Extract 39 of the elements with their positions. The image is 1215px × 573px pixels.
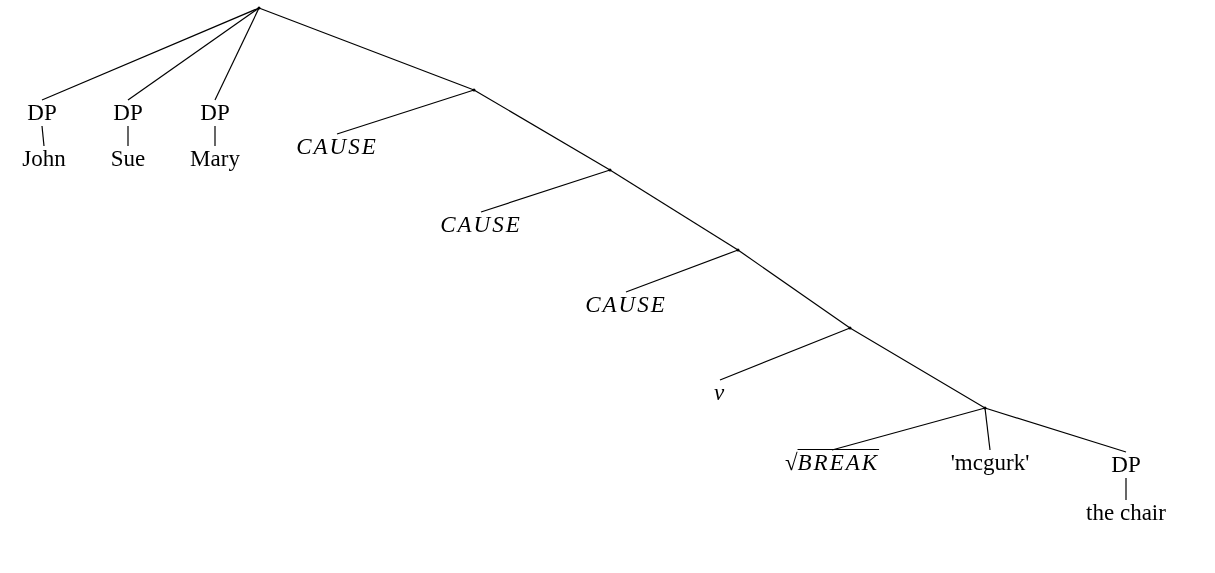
branch-line xyxy=(336,89,475,135)
branch-point xyxy=(848,326,852,330)
branch-line xyxy=(480,169,611,213)
tree-label: DP xyxy=(1111,452,1141,478)
branch-line xyxy=(609,169,739,251)
tree-label: DP xyxy=(113,100,143,126)
tree-label: John xyxy=(22,146,66,172)
branch-line xyxy=(473,89,611,171)
branch-line xyxy=(849,327,986,409)
branch-point xyxy=(983,406,987,410)
tree-label: DP xyxy=(27,100,57,126)
tree-label: Mary xyxy=(190,146,240,172)
branch-line xyxy=(258,7,475,91)
tree-label: the chair xyxy=(1086,500,1166,526)
branch-line xyxy=(127,125,129,147)
tree-label: CAUSE xyxy=(440,212,522,238)
branch-point xyxy=(608,168,612,172)
branch-line xyxy=(719,327,851,381)
branch-point xyxy=(736,248,740,252)
tree-label: Sue xyxy=(110,146,146,172)
branch-line xyxy=(831,407,986,451)
tree-label: √BREAK xyxy=(784,450,880,476)
branch-line xyxy=(625,249,739,293)
branch-point xyxy=(257,6,261,10)
branch-line xyxy=(214,125,216,147)
tree-label: CAUSE xyxy=(585,292,667,318)
branch-line xyxy=(984,407,1127,453)
tree-label: 'mcgurk' xyxy=(950,450,1030,476)
branch-line xyxy=(1125,477,1127,501)
branch-line xyxy=(127,7,260,101)
tree-label: DP xyxy=(200,100,230,126)
branch-line xyxy=(737,249,851,329)
branch-line xyxy=(41,125,45,147)
branch-point xyxy=(472,88,476,92)
tree-label: CAUSE xyxy=(296,134,378,160)
tree-label: v xyxy=(713,380,727,406)
branch-line xyxy=(984,407,991,451)
branch-line xyxy=(214,7,260,101)
branch-line xyxy=(41,7,260,101)
